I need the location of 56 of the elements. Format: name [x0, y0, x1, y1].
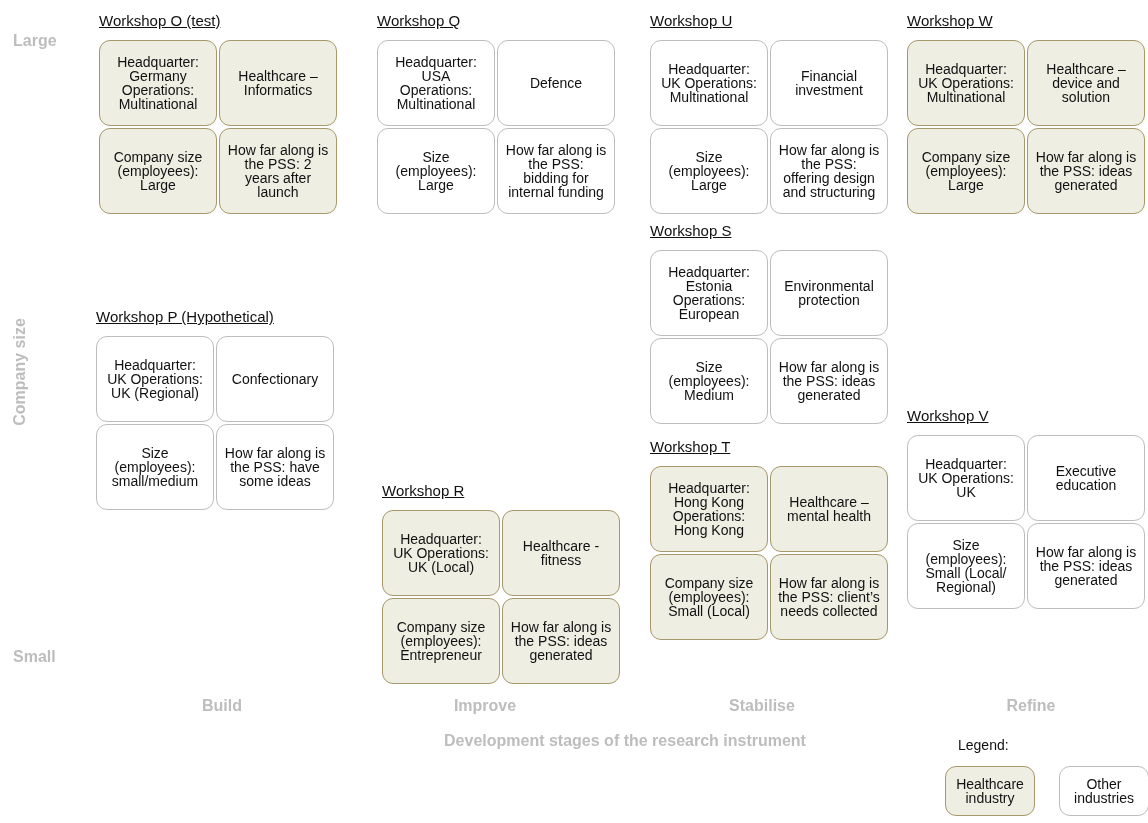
info-card: Size (employees): Medium — [650, 338, 768, 424]
info-card: Headquarter: Hong Kong Operations: Hong Kong — [650, 466, 768, 552]
axis-label: Small — [13, 648, 56, 666]
info-card: Size (employees): Small (Local/ Regional) — [907, 523, 1025, 609]
info-card: How far along is the PSS: client’s needs collected — [770, 554, 888, 640]
info-card: Healthcare – Informatics — [219, 40, 337, 126]
info-card: Headquarter: Germany Operations: Multinational — [99, 40, 217, 126]
info-card: Healthcare – device and solution — [1027, 40, 1145, 126]
info-card: Headquarter: UK Operations: UK — [907, 435, 1025, 521]
info-card: Headquarter: UK Operations: UK (Regional) — [96, 336, 214, 422]
axis-title: Development stages of the research instrument — [444, 732, 806, 750]
legend-title: Legend: — [958, 737, 1009, 753]
info-card: Company size (employees): Small (Local) — [650, 554, 768, 640]
info-card: Headquarter: UK Operations: Multinational — [650, 40, 768, 126]
info-card: How far along is the PSS: ideas generated — [770, 338, 888, 424]
info-card: Confectionary — [216, 336, 334, 422]
workshop-title: Workshop P (Hypothetical) — [96, 308, 274, 325]
info-card: How far along is the PSS: ideas generated — [502, 598, 620, 684]
info-card: Environmental protection — [770, 250, 888, 336]
axis-label: Large — [13, 32, 57, 50]
info-card: Headquarter: USA Operations: Multinational — [377, 40, 495, 126]
info-card: Executive education — [1027, 435, 1145, 521]
info-card: How far along is the PSS: offering design and structuring — [770, 128, 888, 214]
legend-swatch: Other industries — [1059, 766, 1148, 816]
stage-label: Build — [202, 697, 242, 715]
info-card: How far along is the PSS: have some ideas — [216, 424, 334, 510]
info-card: Size (employees): Large — [650, 128, 768, 214]
info-card: How far along is the PSS: ideas generated — [1027, 523, 1145, 609]
workshop-title: Workshop W — [907, 12, 993, 29]
info-card: Headquarter: UK Operations: Multinational — [907, 40, 1025, 126]
stage-label: Refine — [1006, 697, 1056, 715]
info-card: Defence — [497, 40, 615, 126]
workshop-title: Workshop Q — [377, 12, 461, 29]
info-card: Company size (employees): Large — [99, 128, 217, 214]
info-card: Headquarter: UK Operations: UK (Local) — [382, 510, 500, 596]
workshop-title: Workshop U — [650, 12, 733, 29]
info-card: Healthcare - fitness — [502, 510, 620, 596]
stage-label: Improve — [453, 697, 517, 715]
workshop-title: Workshop O (test) — [99, 12, 221, 29]
info-card: Size (employees): Large — [377, 128, 495, 214]
workshop-title: Workshop S — [650, 222, 732, 239]
workshop-title: Workshop V — [907, 407, 989, 424]
legend-swatch: Healthcare industry — [945, 766, 1035, 816]
stage-label: Stabilise — [729, 697, 795, 715]
workshop-title: Workshop T — [650, 438, 731, 455]
axis-title: Company size — [11, 318, 29, 426]
info-card: Healthcare – mental health — [770, 466, 888, 552]
workshop-title: Workshop R — [382, 482, 465, 499]
info-card: Size (employees): small/medium — [96, 424, 214, 510]
info-card: Company size (employees): Large — [907, 128, 1025, 214]
info-card: Company size (employees): Entrepreneur — [382, 598, 500, 684]
info-card: How far along is the PSS: ideas generated — [1027, 128, 1145, 214]
info-card: Financial investment — [770, 40, 888, 126]
info-card: How far along is the PSS: bidding for internal funding — [497, 128, 615, 214]
info-card: How far along is the PSS: 2 years after launch — [219, 128, 337, 214]
info-card: Headquarter: Estonia Operations: European — [650, 250, 768, 336]
